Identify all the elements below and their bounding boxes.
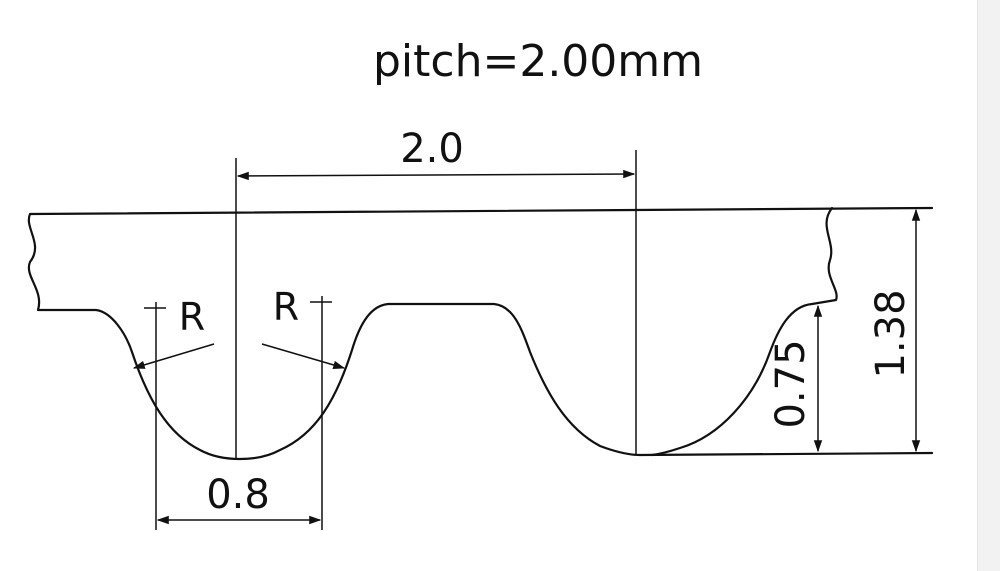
pitch-dimension-label: 2.0 xyxy=(400,126,464,172)
tooth-height-label: 0.75 xyxy=(768,339,814,428)
radius-right-label: R xyxy=(273,285,299,329)
diagram-title: pitch=2.00mm xyxy=(373,36,703,87)
belt-outline xyxy=(27,206,934,461)
belt-height-label: 1.38 xyxy=(868,289,914,378)
radius-right-leader xyxy=(261,343,346,369)
pitch-dimension-line xyxy=(236,169,636,181)
tooth-width-label: 0.8 xyxy=(206,472,270,518)
radius-left-leader xyxy=(132,343,215,369)
radius-left-label: R xyxy=(179,295,205,339)
belt-right-break xyxy=(650,206,838,457)
right-edge-strip xyxy=(977,0,1000,571)
